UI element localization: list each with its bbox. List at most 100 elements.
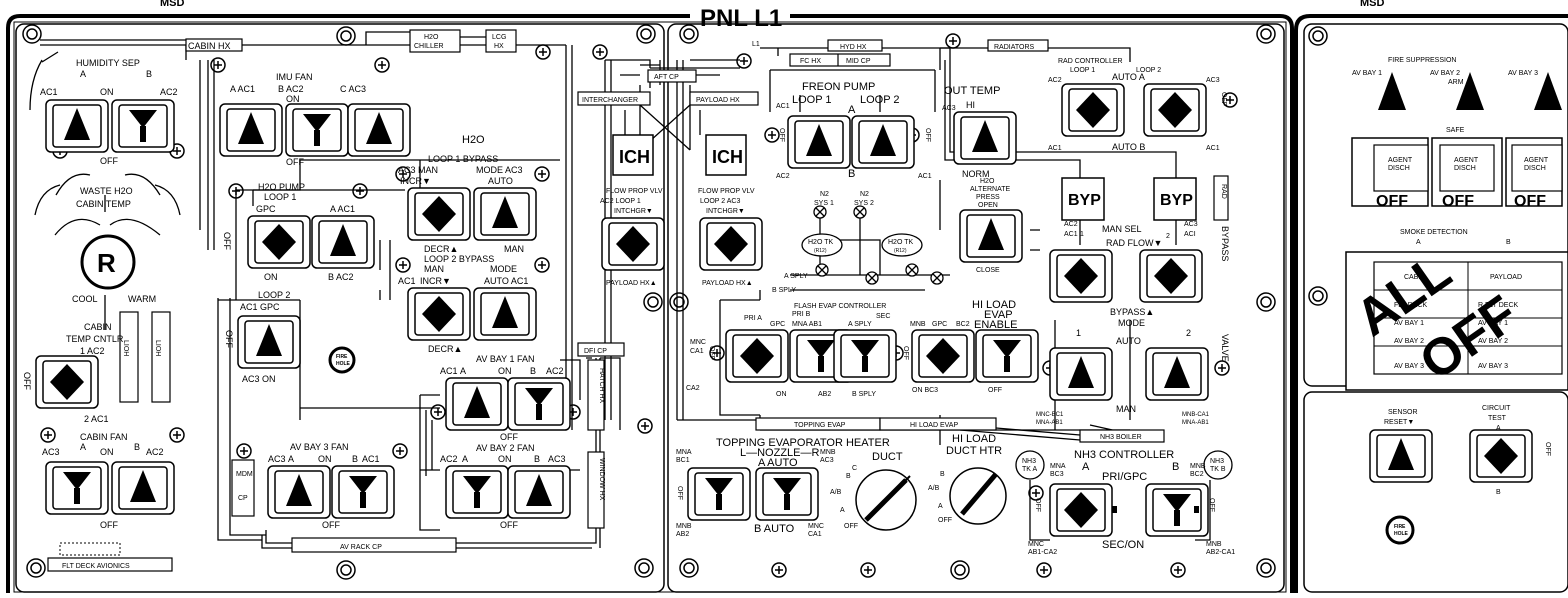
- av-bay2-fan-a-switch[interactable]: [445, 465, 509, 519]
- smoke-cell-av-bay1-b: AV BAY 1: [1478, 320, 1508, 327]
- av-bay3-fan-a-switch[interactable]: [267, 465, 331, 519]
- fire-hole-label: HOLE: [1394, 531, 1409, 537]
- loop2-bypass-ac1: AC1: [398, 276, 416, 286]
- fire-hole-label: HOLE: [336, 361, 351, 367]
- rad-controller-auto-b: AUTO B: [1112, 142, 1145, 152]
- rad-controller-loop2-switch[interactable]: [1143, 83, 1207, 137]
- fire-arm-switch-3[interactable]: [1534, 72, 1562, 110]
- agent-disch-2[interactable]: AGENT DISCH OFF: [1431, 137, 1503, 210]
- flow-prop-vlv1-title: FLOW PROP VLV: [606, 188, 663, 195]
- freon-pump-loop1-switch[interactable]: [787, 115, 851, 169]
- cabin-fan-ac2: AC2: [146, 447, 164, 457]
- loop2-gpc-switch[interactable]: [237, 315, 301, 369]
- agent-disch-3-label-2: DISCH: [1524, 165, 1546, 172]
- flash-evap-pri-a: PRI A: [744, 315, 762, 322]
- loop1-bypass-man-switch[interactable]: [407, 187, 471, 241]
- loop1-bypass-mode-switch[interactable]: [473, 187, 537, 241]
- panel-screw: [950, 560, 970, 580]
- topping-heater-mna: MNA: [676, 449, 692, 456]
- loop1-bypass-man: MAN: [504, 244, 524, 254]
- rad-controller-title: RAD CONTROLLER: [1058, 58, 1123, 65]
- imu-fan-a-switch[interactable]: [219, 103, 283, 157]
- nh3-controller-a-switch[interactable]: [1049, 483, 1113, 537]
- panel-screw: [679, 558, 699, 578]
- agent-disch-1-label-2: DISCH: [1388, 165, 1410, 172]
- humidity-sep-a-switch[interactable]: [45, 99, 109, 153]
- flow-prop-vlv2-sub: LOOP 2 AC3: [700, 198, 740, 205]
- hi-load-duct-htr-ab: A/B: [928, 485, 940, 492]
- flash-evap-pri-a-switch[interactable]: [725, 329, 789, 383]
- cabin-temp-cntlr-switch[interactable]: [35, 355, 99, 409]
- hi-load-duct-htr-off: OFF: [938, 517, 952, 524]
- smoke-cell-cabin: CABIN: [1404, 274, 1425, 281]
- rad-flow-1: 1: [1080, 231, 1084, 238]
- cabin-temp-cool: COOL: [72, 294, 98, 304]
- av-bay2-fan-b-switch[interactable]: [507, 465, 571, 519]
- loop1-bypass-auto: AUTO: [488, 176, 513, 186]
- imu-fan-a: A AC1: [230, 84, 255, 94]
- loop2-bypass-mode-switch[interactable]: [473, 287, 537, 341]
- h2o-pump-a-switch[interactable]: [311, 215, 375, 269]
- av-bay3-fan-ac3: AC3: [268, 454, 286, 464]
- cabin-hx-label: CABIN HX: [188, 41, 231, 51]
- rad-flow-1-switch[interactable]: [1049, 249, 1113, 303]
- rad-controller-loop1-switch[interactable]: [1061, 83, 1125, 137]
- av-bay3-fan-title: AV BAY 3 FAN: [290, 442, 349, 452]
- bypass-mode-2-switch[interactable]: [1145, 347, 1209, 401]
- flash-evap-sec-switch[interactable]: [833, 329, 897, 383]
- flash-evap-gpc-switch[interactable]: [911, 329, 975, 383]
- circuit-test-b: B: [1496, 489, 1501, 496]
- panel-border: [6, 14, 1294, 593]
- out-temp-switch[interactable]: [953, 111, 1017, 165]
- hi-load-evap-enable-switch[interactable]: [975, 329, 1039, 383]
- nh3-boiler-label: NH3 BOILER: [1100, 434, 1142, 441]
- lioh-label-1: LIOH: [122, 340, 129, 356]
- rad-flow-2-switch[interactable]: [1139, 249, 1203, 303]
- h2o-pump-gpc-switch[interactable]: [247, 215, 311, 269]
- h2o-alt-press-switch[interactable]: [959, 209, 1023, 263]
- av-bay3-fan-b-switch[interactable]: [331, 465, 395, 519]
- circuit-test-switch[interactable]: [1469, 429, 1533, 483]
- loop1-bypass-incr: INCR▼: [400, 176, 431, 186]
- fire-arm-switch-2[interactable]: [1456, 72, 1484, 110]
- byp-label-2: BYP: [1160, 192, 1193, 209]
- humidity-sep-b-switch[interactable]: [111, 99, 175, 153]
- topping-heater-r-switch[interactable]: [755, 467, 819, 521]
- cabin-temp-cntlr-pos2: 2 AC1: [84, 414, 109, 424]
- smoke-detection-title: SMOKE DETECTION: [1400, 229, 1468, 236]
- agent-disch-1[interactable]: AGENT DISCH OFF: [1351, 137, 1429, 210]
- freon-pump-loop2-switch[interactable]: [851, 115, 915, 169]
- av-bay1-fan-b-switch[interactable]: [507, 377, 571, 431]
- cabin-fan-title: CABIN FAN: [80, 432, 128, 442]
- topping-heater-l-switch[interactable]: [687, 467, 751, 521]
- topping-heater-bc1: BC1: [676, 457, 690, 464]
- flow-prop-vlv2-switch[interactable]: [699, 217, 763, 271]
- flow-prop-vlv2-intchgr: INTCHGR▼: [706, 208, 745, 215]
- smoke-cell-av-bay2-a: AV BAY 2: [1394, 338, 1424, 345]
- loop2-bypass-man-switch[interactable]: [407, 287, 471, 341]
- out-temp-hi: HI: [966, 100, 975, 110]
- nh3-controller-off: OFF: [1034, 498, 1041, 512]
- panel-screw: [336, 560, 356, 580]
- imu-fan-b-switch[interactable]: [285, 103, 349, 157]
- av-bay1-fan-a-switch[interactable]: [445, 377, 509, 431]
- panel-screw: [634, 558, 654, 578]
- flash-evap-mna-ab1: MNA AB1: [792, 321, 822, 328]
- flow-prop-vlv1-switch[interactable]: [601, 217, 665, 271]
- freon-pump-off-2: OFF: [924, 128, 931, 142]
- flash-evap-bc2: BC2: [956, 321, 970, 328]
- av-bay2-fan-b: B: [534, 454, 540, 464]
- agent-disch-3[interactable]: AGENT DISCH OFF: [1505, 137, 1563, 210]
- imu-fan-c-switch[interactable]: [347, 103, 411, 157]
- imu-fan-on: ON: [286, 94, 300, 104]
- sensor-reset-switch[interactable]: [1369, 429, 1433, 483]
- h2o-label: H2O: [462, 134, 485, 146]
- cabin-fan-b-switch[interactable]: [111, 461, 175, 515]
- fire-arm-switch-1[interactable]: [1378, 72, 1406, 110]
- bypass-mode-1-switch[interactable]: [1049, 347, 1113, 401]
- cabin-temp-knob[interactable]: [80, 234, 136, 290]
- rad-controller-ac1: AC1: [1048, 145, 1062, 152]
- fire-suppression-safe: SAFE: [1446, 127, 1465, 134]
- cabin-fan-a-switch[interactable]: [45, 461, 109, 515]
- agent-disch-2-off: OFF: [1442, 193, 1474, 210]
